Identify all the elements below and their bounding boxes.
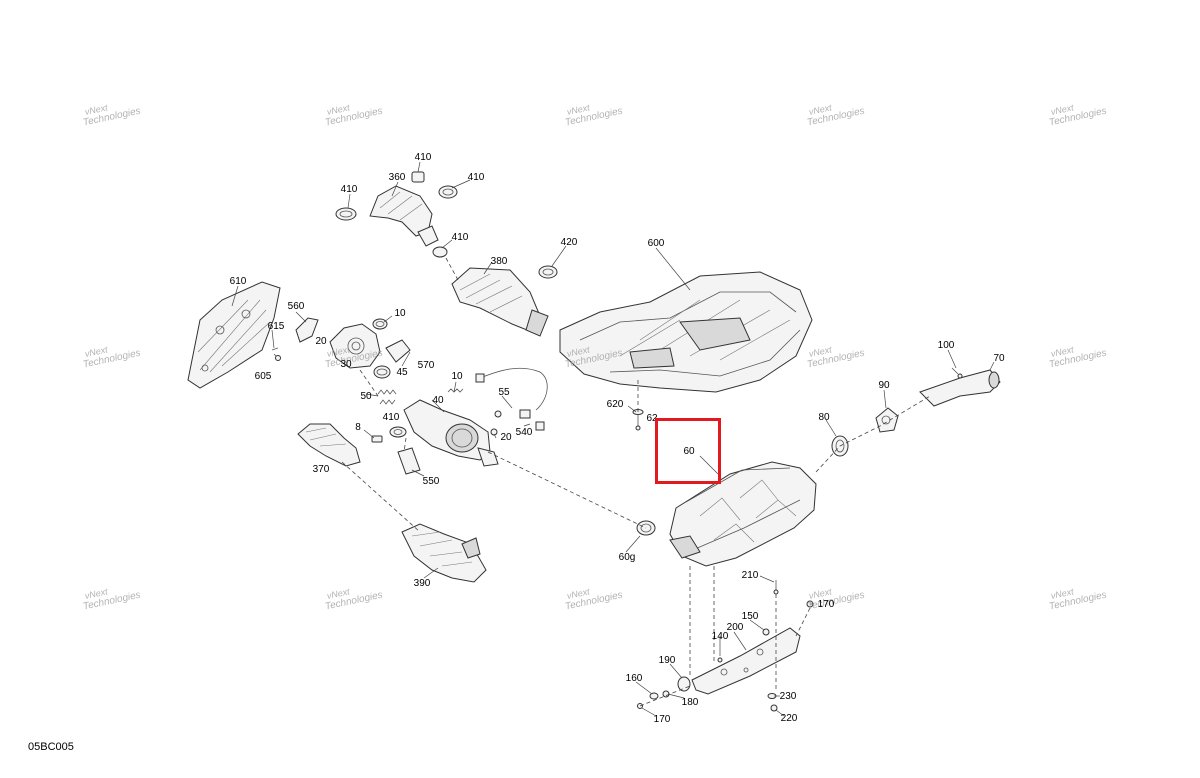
callout-label[interactable]: 410 — [414, 152, 432, 163]
clamp-410-mid — [432, 246, 448, 258]
bolt-605 — [271, 347, 281, 361]
ring-10 — [372, 318, 388, 330]
callout-label[interactable]: 70 — [993, 353, 1005, 364]
callout-label[interactable]: 620 — [606, 399, 624, 410]
flange-assembly-30 — [329, 323, 381, 369]
callout-label[interactable]: 180 — [681, 697, 699, 708]
springs-50 — [377, 389, 397, 405]
catalytic-pipe-40 — [403, 399, 499, 467]
sensor-540 — [519, 409, 545, 431]
callout-label[interactable]: 60 — [683, 446, 695, 457]
callout-label[interactable]: 420 — [560, 237, 578, 248]
assembly-lines — [341, 257, 931, 707]
skid-plate-600 — [559, 271, 813, 393]
bracket-550 — [397, 447, 421, 475]
callout-label[interactable]: 210 — [741, 570, 759, 581]
callout-label[interactable]: 560 — [287, 301, 305, 312]
callout-label[interactable]: 600 — [647, 238, 665, 249]
callout-label[interactable]: 410 — [451, 232, 469, 243]
highlight-box — [655, 418, 721, 484]
callout-label[interactable]: 570 — [417, 360, 435, 371]
callout-label[interactable]: 390 — [413, 578, 431, 589]
clamp-410-top — [411, 171, 425, 183]
callout-label[interactable]: 45 — [396, 367, 408, 378]
callout-label[interactable]: 30 — [340, 359, 352, 370]
callout-label[interactable]: 410 — [467, 172, 485, 183]
heat-shield-610 — [187, 281, 281, 389]
bolt-140 — [717, 657, 723, 663]
callout-label[interactable]: 8 — [355, 422, 361, 433]
callout-label[interactable]: 160 — [625, 673, 643, 684]
bolt-620 — [632, 409, 644, 431]
callout-label[interactable]: 410 — [340, 184, 358, 195]
pipe-370 — [297, 423, 361, 467]
leader-lines — [231, 161, 995, 717]
clamp-410-right — [438, 185, 458, 199]
callout-label[interactable]: 380 — [490, 256, 508, 267]
spring-10 — [447, 388, 464, 393]
callout-label[interactable]: 230 — [779, 691, 797, 702]
callout-label[interactable]: 540 — [515, 427, 533, 438]
flange-90 — [875, 407, 899, 433]
gasket-560 — [295, 317, 319, 343]
callout-label[interactable]: 100 — [937, 340, 955, 351]
callout-label[interactable]: 605 — [254, 371, 272, 382]
manifold-380 — [451, 267, 549, 337]
muffler-60 — [669, 461, 817, 567]
bracket-200 — [691, 627, 801, 695]
callout-label[interactable]: 170 — [653, 714, 671, 725]
callout-label[interactable]: 80 — [818, 412, 830, 423]
callout-label[interactable]: 10 — [451, 371, 463, 382]
pipe-360 — [369, 185, 439, 247]
tailpipe-70 — [919, 369, 1001, 407]
callout-label[interactable]: 220 — [780, 713, 798, 724]
callout-label[interactable]: 550 — [422, 476, 440, 487]
callout-label[interactable]: 50 — [360, 391, 372, 402]
callout-label[interactable]: 10 — [394, 308, 406, 319]
callout-label[interactable]: 200 — [726, 622, 744, 633]
callout-label[interactable]: 360 — [388, 172, 406, 183]
callout-label[interactable]: 140 — [711, 631, 729, 642]
callout-label[interactable]: 190 — [658, 655, 676, 666]
bolt-210 — [773, 580, 779, 595]
oxygen-sensor-55 — [475, 367, 548, 411]
callout-label[interactable]: 410 — [382, 412, 400, 423]
callout-label[interactable]: 150 — [741, 611, 759, 622]
pipe-390 — [401, 523, 487, 583]
diagram-code: 05BC005 — [28, 741, 74, 753]
clamp-420 — [538, 265, 558, 279]
bracket-20 — [490, 410, 502, 436]
callout-label[interactable]: 62 — [646, 413, 658, 424]
clamp-570 — [373, 339, 411, 379]
washer-160 — [649, 692, 659, 700]
callout-label[interactable]: 20 — [315, 336, 327, 347]
callout-label[interactable]: 370 — [312, 464, 330, 475]
clamp-410-lower — [389, 426, 407, 438]
callout-label[interactable]: 90 — [878, 380, 890, 391]
callout-label[interactable]: 170 — [817, 599, 835, 610]
callout-label[interactable]: 55 — [498, 387, 510, 398]
washer-150 — [762, 628, 770, 636]
callout-label[interactable]: 60g — [618, 552, 636, 563]
nut-8 — [371, 435, 383, 443]
bolt-100 — [951, 367, 963, 379]
callout-label[interactable]: 20 — [500, 432, 512, 443]
callout-label[interactable]: 40 — [432, 395, 444, 406]
callout-label[interactable]: 615 — [267, 321, 285, 332]
callout-label[interactable]: 610 — [229, 276, 247, 287]
clamp-410-left — [335, 207, 357, 221]
grommet-190 — [677, 676, 691, 692]
nut-220 — [770, 704, 778, 712]
